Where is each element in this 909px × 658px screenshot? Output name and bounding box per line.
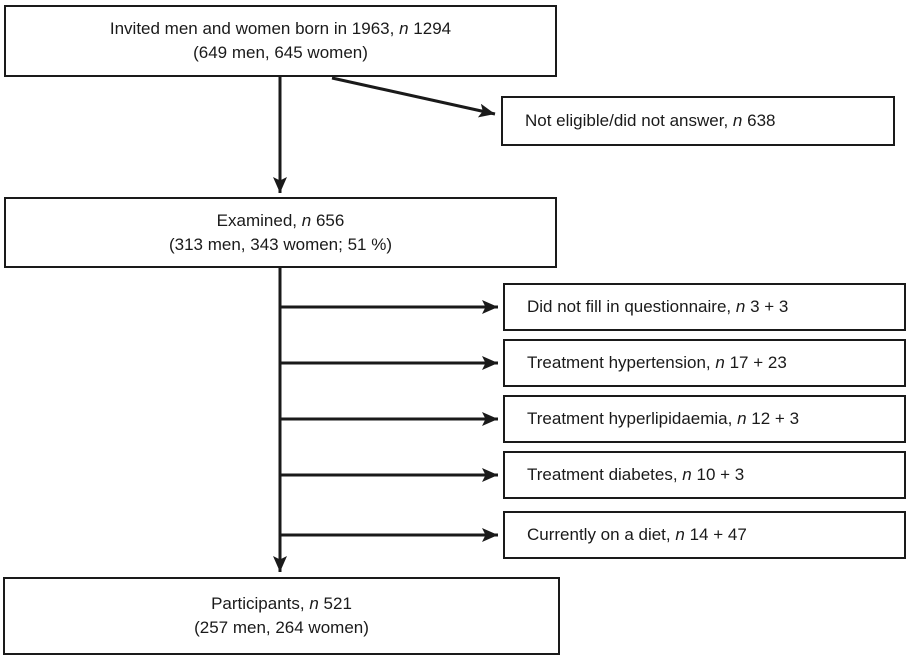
box-exclusion-questionnaire-line1: Did not fill in questionnaire, n 3 + 3: [527, 295, 904, 319]
box-exclusion-diabetes-text: Treatment diabetes,: [527, 465, 678, 484]
box-invited-line2: (649 men, 645 women): [193, 43, 368, 62]
n-symbol: n: [715, 353, 725, 372]
n-symbol: n: [737, 409, 747, 428]
box-participants-text: Participants,: [211, 594, 305, 613]
box-exclusion-hyperlipidaemia-count: 12 + 3: [751, 409, 800, 428]
box-exclusion-hyperlipidaemia-line1: Treatment hyperlipidaemia, n 12 + 3: [527, 407, 904, 431]
box-exclusion-diabetes-count: 10 + 3: [696, 465, 745, 484]
n-symbol: n: [675, 525, 685, 544]
n-symbol: n: [399, 19, 409, 38]
box-examined-text: Examined,: [216, 210, 297, 230]
box-exclusion-diabetes-line1: Treatment diabetes, n 10 + 3: [527, 463, 904, 487]
box-exclusion-diet: Currently on a diet, n 14 + 47: [503, 511, 906, 559]
box-exclusion-hypertension-text: Treatment hypertension,: [527, 353, 711, 372]
box-participants-line1: Participants, n 521: [5, 592, 558, 616]
box-invited-text: Invited men and women born in 1963,: [109, 19, 395, 38]
box-not-eligible: Not eligible/did not answer, n 638: [501, 96, 895, 146]
n-symbol: n: [682, 465, 692, 484]
box-not-eligible-text: Not eligible/did not answer,: [525, 111, 729, 130]
n-symbol: n: [732, 111, 743, 130]
box-examined-line2: (313 men, 343 women; 51 %): [168, 234, 392, 254]
n-symbol: n: [309, 594, 319, 613]
box-exclusion-hyperlipidaemia-text: Treatment hyperlipidaemia,: [527, 409, 733, 428]
box-invited-line1: Invited men and women born in 1963, n 12…: [6, 17, 555, 41]
box-exclusion-hypertension-line1: Treatment hypertension, n 17 + 23: [527, 351, 904, 375]
box-examined-count: 656: [315, 210, 345, 230]
box-exclusion-questionnaire-text: Did not fill in questionnaire,: [527, 297, 732, 316]
box-participants-line2: (257 men, 264 women): [194, 618, 369, 637]
box-invited: Invited men and women born in 1963, n 12…: [4, 5, 557, 77]
box-not-eligible-line1: Not eligible/did not answer, n 638: [525, 109, 893, 133]
arrow-invited-to-not-eligible: [331, 76, 496, 118]
box-not-eligible-count: 638: [747, 111, 776, 130]
box-exclusion-hyperlipidaemia: Treatment hyperlipidaemia, n 12 + 3: [503, 395, 906, 443]
n-symbol: n: [301, 210, 312, 230]
box-invited-count: 1294: [413, 19, 452, 38]
box-examined-line1: Examined, n 656: [6, 209, 555, 233]
box-participants-count: 521: [323, 594, 352, 613]
box-exclusion-diet-text: Currently on a diet,: [527, 525, 671, 544]
box-exclusion-hypertension: Treatment hypertension, n 17 + 23: [503, 339, 906, 387]
box-exclusion-questionnaire: Did not fill in questionnaire, n 3 + 3: [503, 283, 906, 331]
box-exclusion-questionnaire-count: 3 + 3: [750, 297, 789, 316]
box-exclusion-diet-line1: Currently on a diet, n 14 + 47: [527, 523, 904, 547]
box-exclusion-diabetes: Treatment diabetes, n 10 + 3: [503, 451, 906, 499]
box-examined: Examined, n 656 (313 men, 343 women; 51 …: [4, 197, 557, 268]
n-symbol: n: [735, 297, 746, 316]
box-exclusion-hypertension-count: 17 + 23: [729, 353, 787, 372]
box-exclusion-diet-count: 14 + 47: [689, 525, 747, 544]
box-participants: Participants, n 521 (257 men, 264 women): [3, 577, 560, 655]
